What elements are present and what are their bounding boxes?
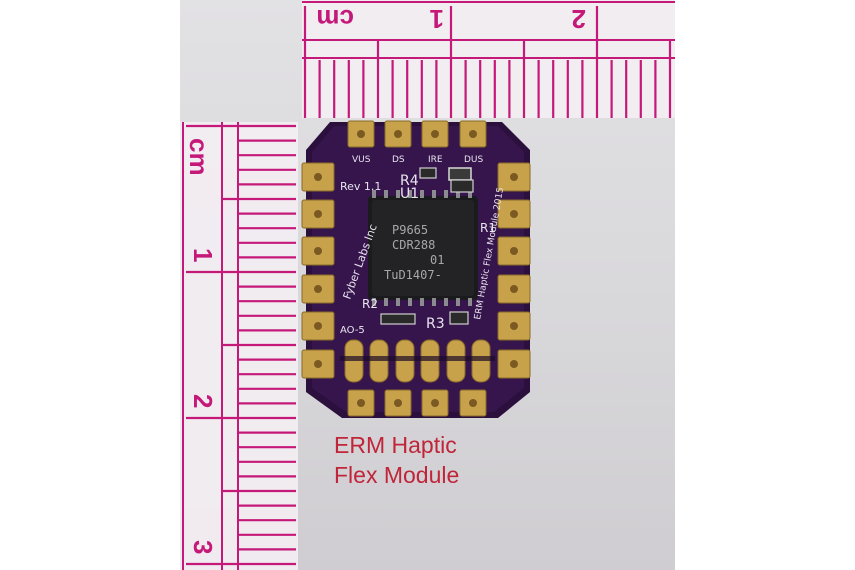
ruler-left-unit: cm [184, 138, 214, 176]
ruler-left-label-3: 3 [188, 540, 218, 554]
silk-u1: U1 [400, 186, 419, 202]
caption-line-1: ERM Haptic [334, 432, 457, 458]
silk-rev: Rev 1.1 [340, 180, 381, 193]
haptic-module-board: P9665 CDR288 01 TuD1407- R4 U1 Rev 1.1 R… [301, 120, 531, 418]
product-caption: ERM Haptic Flex Module [334, 430, 494, 490]
silk-pad-ds: DS [392, 155, 405, 165]
silk-pad-ire: IRE [428, 155, 443, 165]
chip-marking-2: CDR288 [392, 238, 435, 252]
ruler-top-label-1: 1 [430, 4, 444, 34]
chip-marking-1: P9665 [392, 223, 428, 237]
silk-ao5: AO-5 [340, 325, 365, 336]
ruler-top-unit: cm [316, 4, 354, 34]
ruler-left: cm 1 2 3 [180, 122, 298, 570]
silk-r3: R3 [426, 316, 445, 332]
ruler-top: cm 1 2 [302, 0, 675, 118]
chip-marking-4: TuD1407- [384, 268, 442, 282]
silk-pad-dus: DUS [464, 155, 484, 165]
silk-r1: R1 [480, 221, 496, 235]
silk-r4: R4 [400, 173, 419, 189]
caption-line-2: Flex Module [334, 462, 460, 488]
silk-pad-vus: VUS [352, 155, 371, 165]
chip-marking-3: 01 [430, 253, 444, 267]
ruler-left-label-1: 1 [188, 248, 218, 262]
ruler-top-label-2: 2 [572, 4, 586, 34]
silk-r2: R2 [362, 297, 378, 311]
ruler-left-label-2: 2 [188, 394, 218, 408]
